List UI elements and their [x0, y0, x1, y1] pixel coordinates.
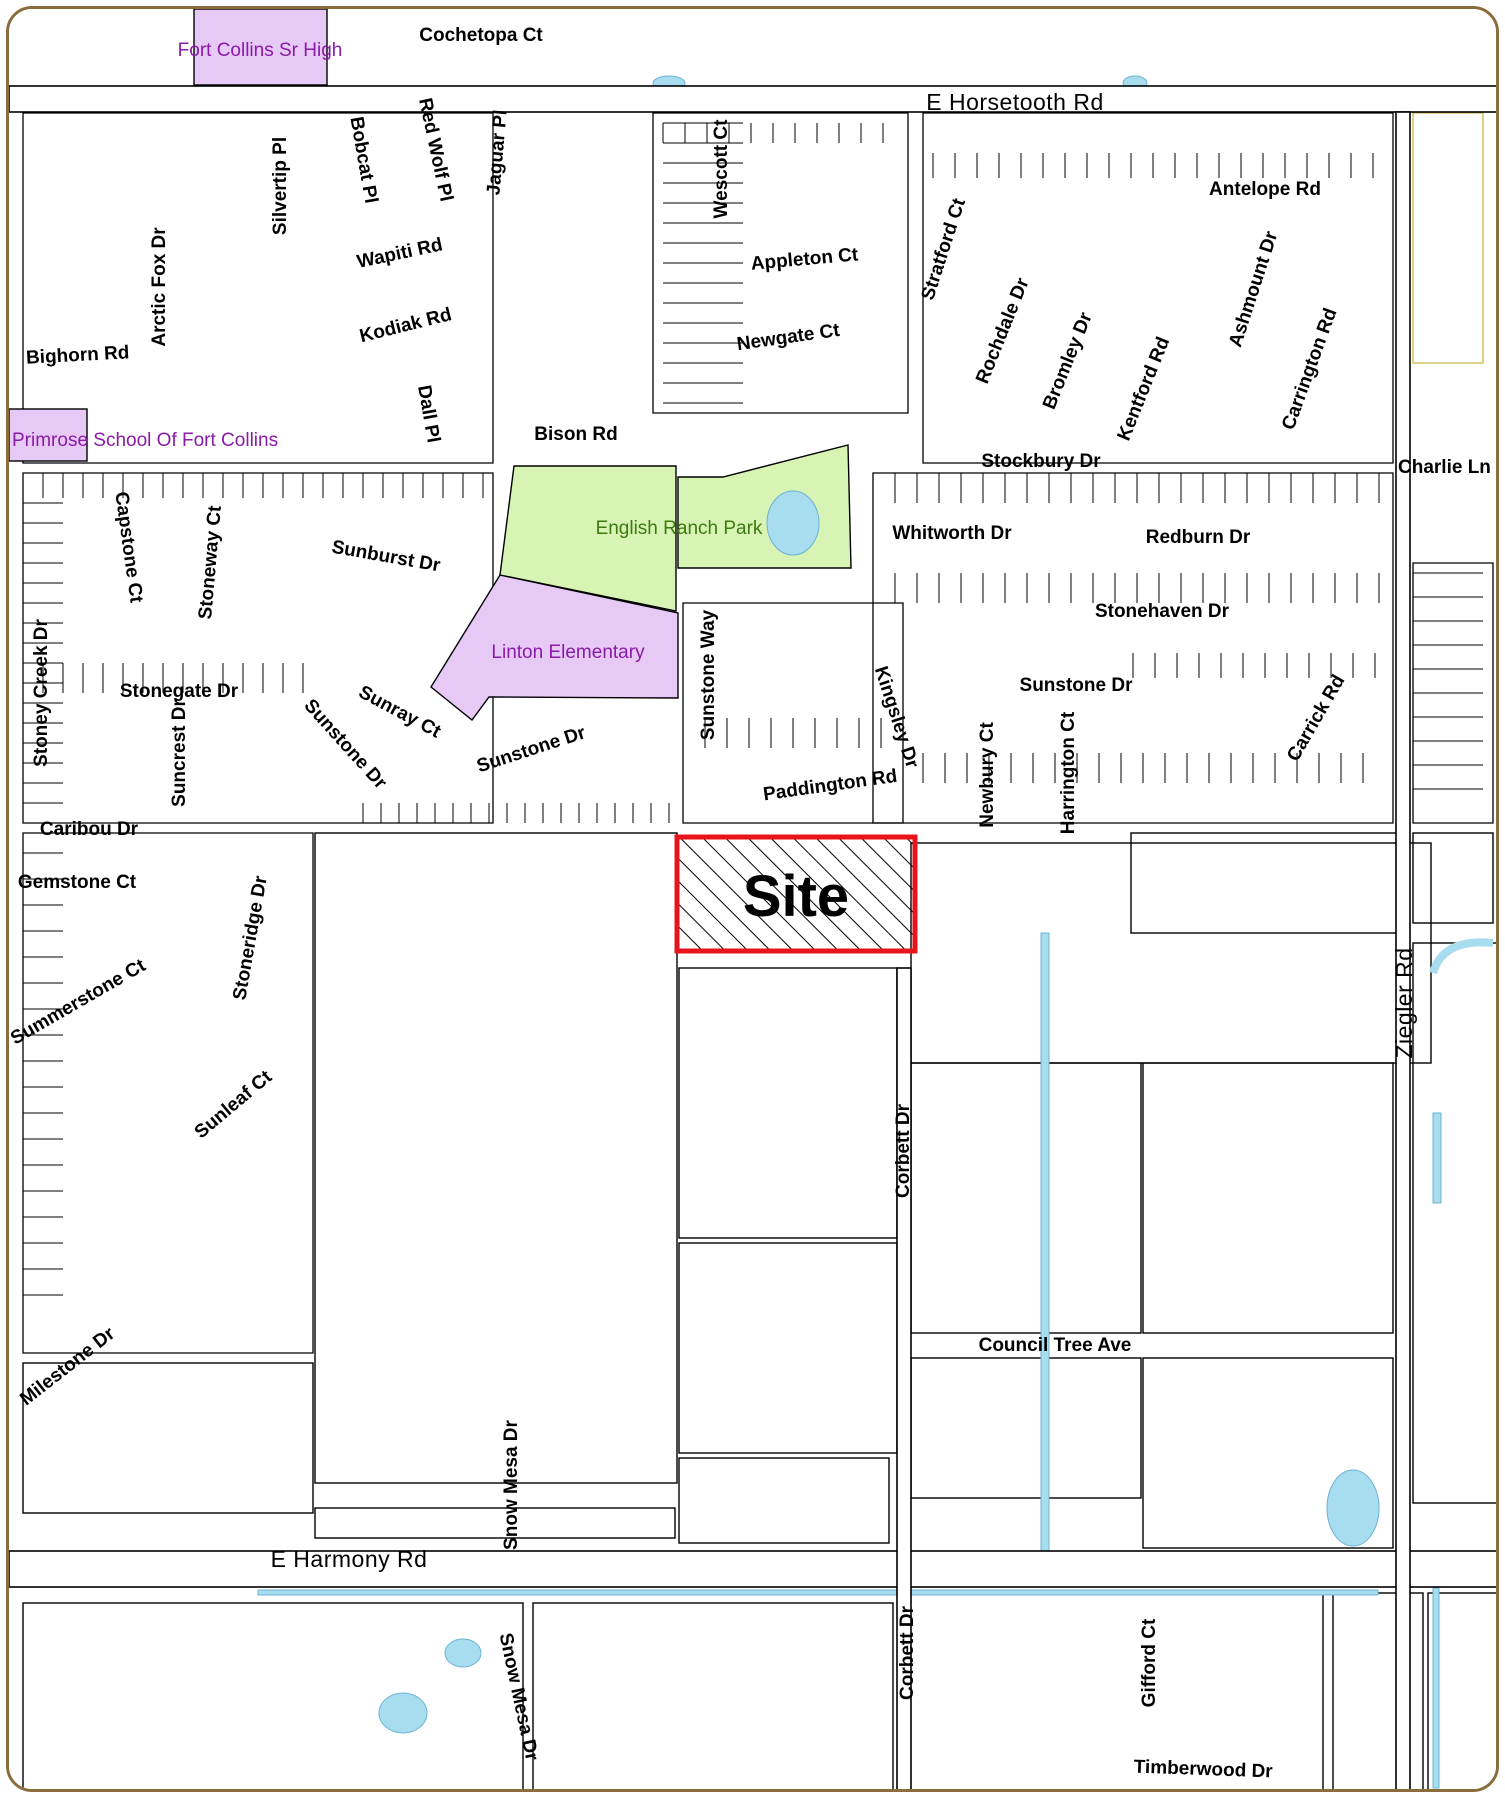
label-snow-mesa-dr-north: Snow Mesa Dr [501, 1419, 522, 1549]
label-sunstone-way: Sunstone Way [698, 609, 719, 740]
site-hatch [677, 837, 915, 951]
site-label: Site [743, 864, 849, 929]
label-charlie-ln: Charlie Ln [1398, 457, 1491, 478]
label-sunstone-dr-east: Sunstone Dr [1020, 675, 1134, 696]
label-fort-collins-sr-high: Fort Collins Sr High [178, 40, 343, 61]
label-caribou-dr: Caribou Dr [40, 819, 139, 840]
residential-parcels [22, 112, 1494, 1354]
label-primrose-school: Primrose School Of Fort Collins [12, 430, 278, 451]
label-stoney-creek-dr: Stoney Creek Dr [31, 618, 52, 766]
parcel-lines [23, 122, 1483, 1296]
label-stonehaven-dr: Stonehaven Dr [1095, 601, 1230, 622]
label-corbett-dr-south: Corbett Dr [897, 1605, 918, 1700]
label-corbett-dr-north: Corbett Dr [893, 1103, 914, 1198]
label-wescott-ct: Wescott Ct [711, 119, 732, 219]
label-linton-elementary: Linton Elementary [491, 642, 645, 663]
park-english-ranch-west[interactable] [499, 465, 677, 612]
label-bison-rd: Bison Rd [534, 424, 617, 445]
label-stockbury-dr: Stockbury Dr [981, 451, 1101, 472]
site-outline[interactable] [674, 834, 918, 954]
label-cochetopa-ct: Cochetopa Ct [419, 25, 543, 46]
label-english-ranch-park: English Ranch Park [596, 518, 763, 539]
school-linton-elementary[interactable] [430, 574, 679, 722]
label-redburn-dr: Redburn Dr [1146, 527, 1251, 548]
label-silvertip-pl: Silvertip Pl [270, 137, 291, 235]
label-arctic-fox-dr: Arctic Fox Dr [149, 227, 170, 347]
water-features [257, 75, 1494, 1789]
major-roads [9, 85, 1496, 1789]
school-primrose[interactable] [9, 408, 88, 462]
map-frame: Site Fort Collins Sr High Primrose Schoo… [6, 6, 1499, 1792]
school-fort-collins-sr-high[interactable] [193, 9, 328, 86]
label-antelope-rd: Antelope Rd [1209, 179, 1321, 200]
label-harrington-ct: Harrington Ct [1058, 711, 1079, 834]
label-stonegate-dr: Stonegate Dr [120, 681, 239, 702]
label-newbury-ct: Newbury Ct [977, 722, 998, 828]
label-timberwood-dr: Timberwood Dr [1133, 1757, 1273, 1783]
label-suncrest-dr: Suncrest Dr [169, 699, 190, 807]
label-e-horsetooth-rd: E Horsetooth Rd [926, 89, 1104, 115]
label-gifford-ct: Gifford Ct [1139, 1618, 1160, 1707]
label-council-tree-ave: Council Tree Ave [979, 1335, 1132, 1356]
label-whitworth-dr: Whitworth Dr [892, 523, 1012, 544]
label-ziegler-rd: Ziegler Rd [1391, 947, 1417, 1058]
label-e-harmony-rd: E Harmony Rd [271, 1546, 428, 1572]
map-canvas[interactable]: Site Fort Collins Sr High Primrose Schoo… [9, 9, 1499, 1792]
label-gemstone-ct: Gemstone Ct [18, 872, 137, 893]
